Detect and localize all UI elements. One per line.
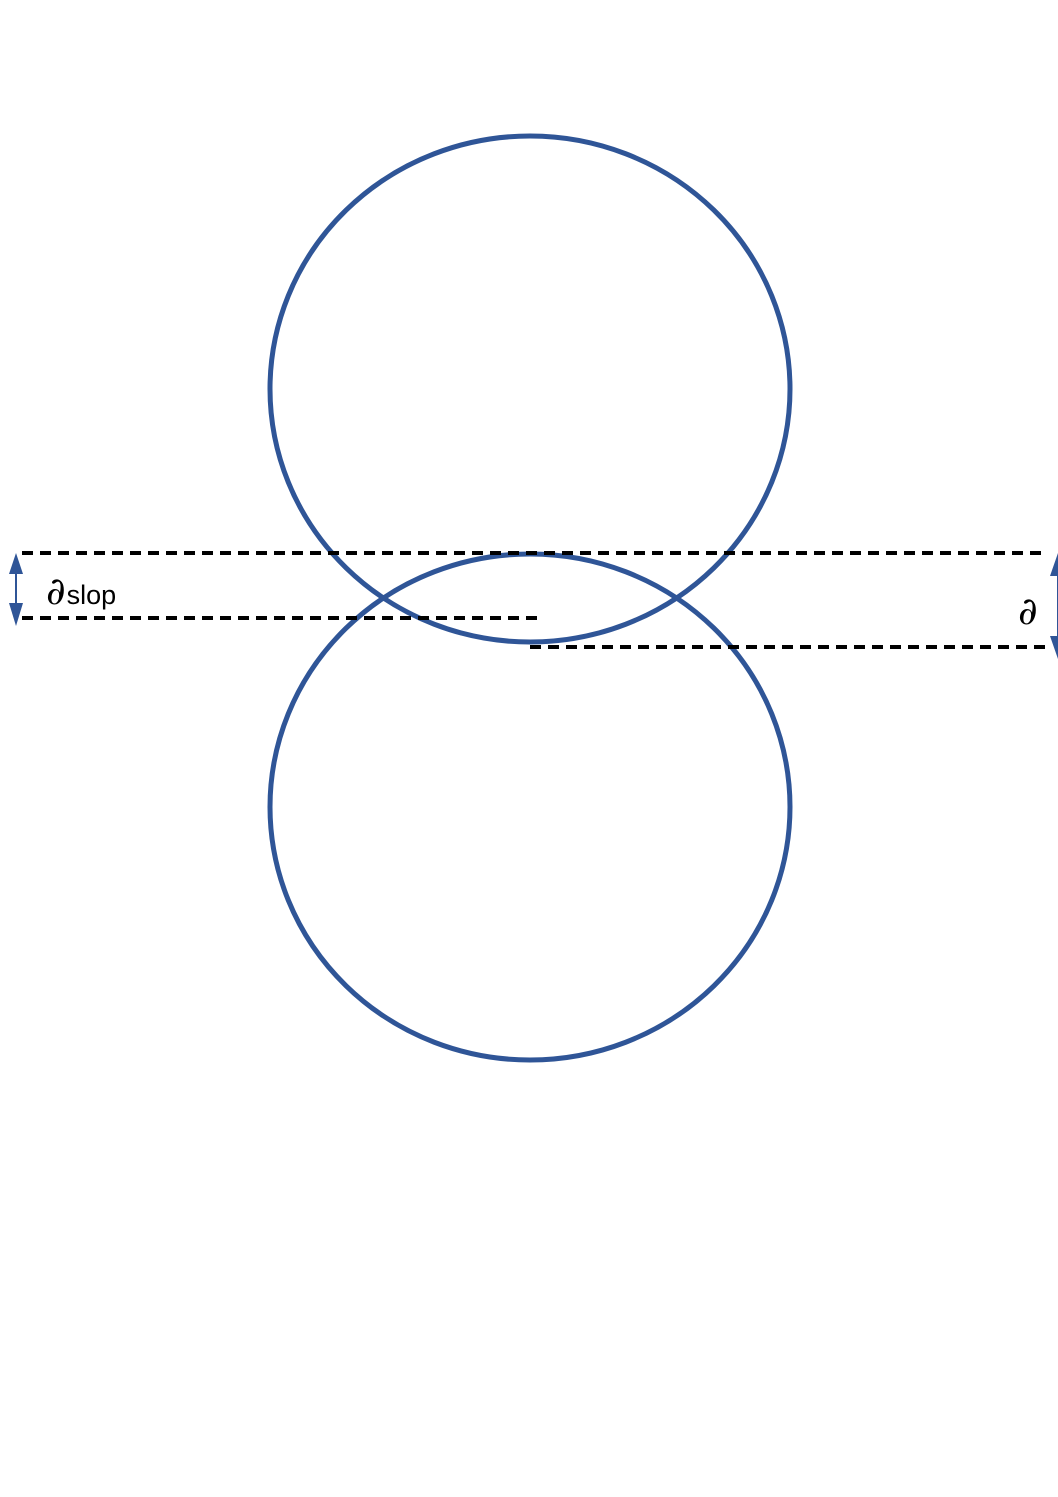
slop-label-symbol: ∂ — [46, 569, 66, 613]
delta-label: ∂ — [1018, 589, 1038, 633]
top-circle — [267, 133, 793, 645]
delta-dimension-arrow — [1050, 553, 1058, 659]
bottom-circle — [267, 551, 793, 1063]
slop-label-subscript: slop — [66, 580, 117, 610]
slop-label: ∂slop — [46, 572, 116, 610]
slop-dimension-arrow — [9, 553, 23, 626]
